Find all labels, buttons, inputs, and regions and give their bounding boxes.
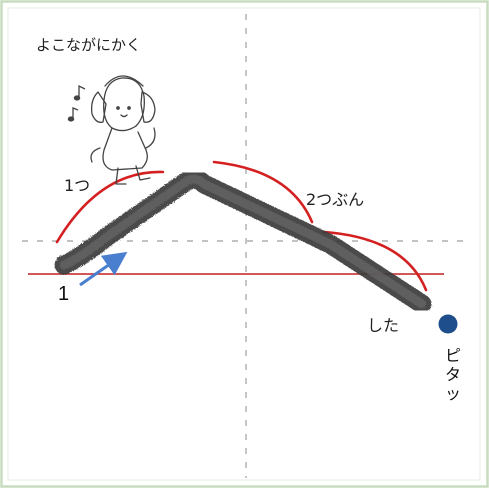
title: よこながにかく (36, 36, 142, 54)
label-stop: ピタッ (444, 346, 461, 403)
brush-stroke (54, 169, 432, 314)
label-number-one: 1 (58, 283, 70, 305)
label-two-units: 2つぶん (306, 190, 365, 209)
guide-arc-1 (55, 170, 165, 244)
pointer-arrow-icon (79, 251, 128, 287)
label-one-unit: 1つ (64, 176, 91, 195)
end-point-dot-icon (438, 314, 458, 334)
music-notes-icon (67, 84, 86, 122)
guide-arc-3 (322, 230, 428, 292)
inner-frame (7, 7, 481, 481)
guide-arc-2 (212, 160, 314, 224)
label-down: した (367, 316, 400, 335)
dog-with-headphones-icon (90, 75, 156, 185)
